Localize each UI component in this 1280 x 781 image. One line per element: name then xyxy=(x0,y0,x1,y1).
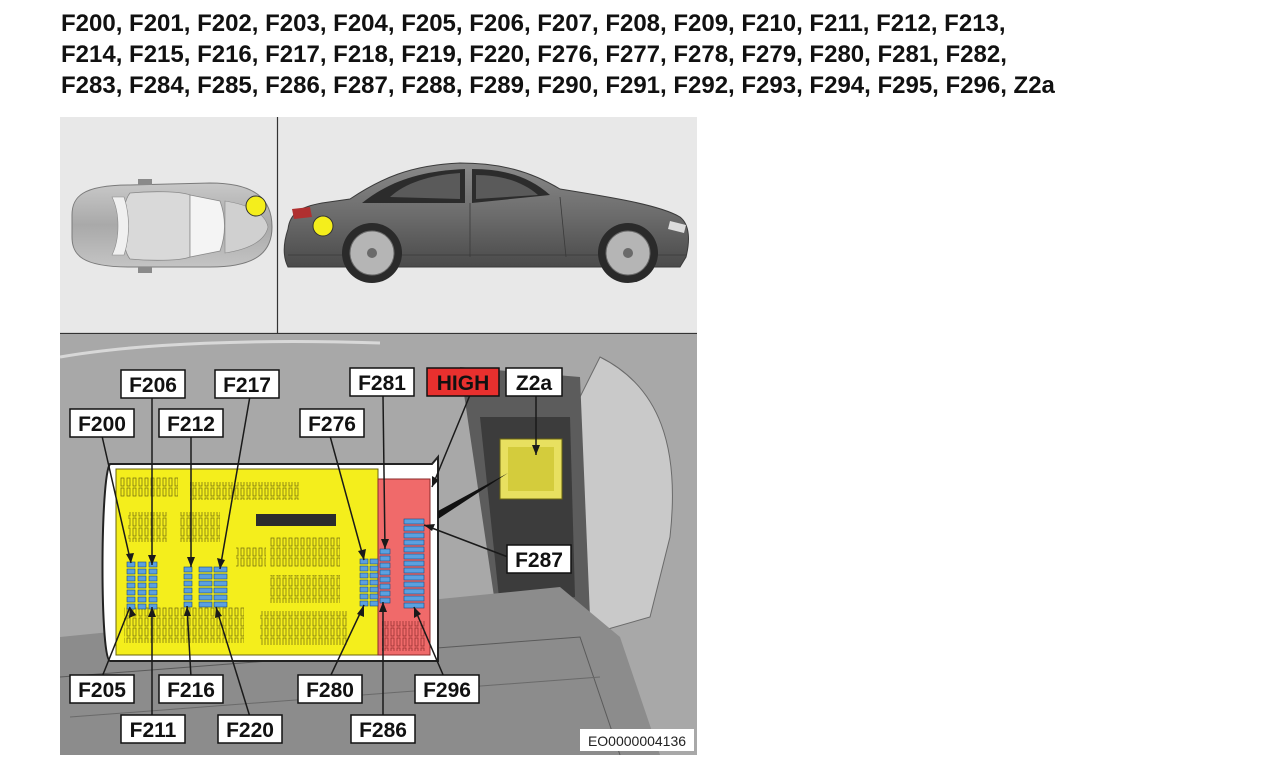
callout-f200: F200 xyxy=(69,408,135,438)
fuse-group-f200-f211 xyxy=(126,561,158,610)
car-top-view xyxy=(71,179,273,273)
image-code-stamp: EO0000004136 xyxy=(580,729,694,751)
callout-f286: F286 xyxy=(350,714,416,744)
callout-f216-text: F216 xyxy=(167,679,215,702)
leader-lines xyxy=(101,394,537,718)
callout-f276: F276 xyxy=(299,408,365,438)
fuse-list-line-2: F214, F215, F216, F217, F218, F219, F220… xyxy=(61,41,1007,68)
car-side-view xyxy=(283,162,689,283)
callout-high-text: HIGH xyxy=(437,372,490,395)
callout-f206: F206 xyxy=(120,369,186,399)
callout-f280-text: F280 xyxy=(306,679,354,702)
callout-f281-text: F281 xyxy=(358,372,406,395)
callout-f220-text: F220 xyxy=(226,719,274,742)
side-view-location-marker xyxy=(312,215,334,237)
callout-f217: F217 xyxy=(214,369,280,399)
callout-f276-text: F276 xyxy=(308,413,356,436)
z2a-pointer-wedge xyxy=(438,473,508,519)
callout-f200-text: F200 xyxy=(78,413,126,436)
callout-f206-text: F206 xyxy=(129,374,177,397)
main-fuse-box xyxy=(115,468,379,656)
callout-f280: F280 xyxy=(297,674,363,704)
callout-f205: F205 xyxy=(69,674,135,704)
callout-f286-text: F286 xyxy=(359,719,407,742)
fuse-location-figure: F206 F217 F281 HIGH Z2a F200 F212 F276 xyxy=(60,117,697,755)
callout-f281: F281 xyxy=(349,367,415,397)
callout-f296-text: F296 xyxy=(423,679,471,702)
callout-f211: F211 xyxy=(120,714,186,744)
image-code-text: EO0000004136 xyxy=(588,733,686,749)
callout-f220: F220 xyxy=(217,714,283,744)
callout-f216: F216 xyxy=(158,674,224,704)
callout-f205-text: F205 xyxy=(78,679,126,702)
callout-f287-text: F287 xyxy=(515,549,563,572)
callout-z2a: Z2a xyxy=(505,367,563,397)
top-view-location-marker xyxy=(245,195,267,217)
callout-f287: F287 xyxy=(506,544,572,574)
fuse-group-f287-f296 xyxy=(403,518,425,609)
fuse-list-line-1: F200, F201, F202, F203, F204, F205, F206… xyxy=(61,10,1006,37)
leader-arrowheads xyxy=(126,445,540,618)
callout-f212-text: F212 xyxy=(167,413,215,436)
fuse-group-f276-f280 xyxy=(359,558,379,607)
callout-high: HIGH xyxy=(426,367,500,397)
callout-f212: F212 xyxy=(158,408,224,438)
fuse-list-line-3: F283, F284, F285, F286, F287, F288, F289… xyxy=(61,72,1055,99)
callout-f211-text: F211 xyxy=(130,719,177,742)
callout-f296: F296 xyxy=(414,674,480,704)
callout-f217-text: F217 xyxy=(223,374,271,397)
fuse-list-heading: F200, F201, F202, F203, F204, F205, F206… xyxy=(61,8,1241,101)
callout-z2a-text: Z2a xyxy=(516,372,553,395)
